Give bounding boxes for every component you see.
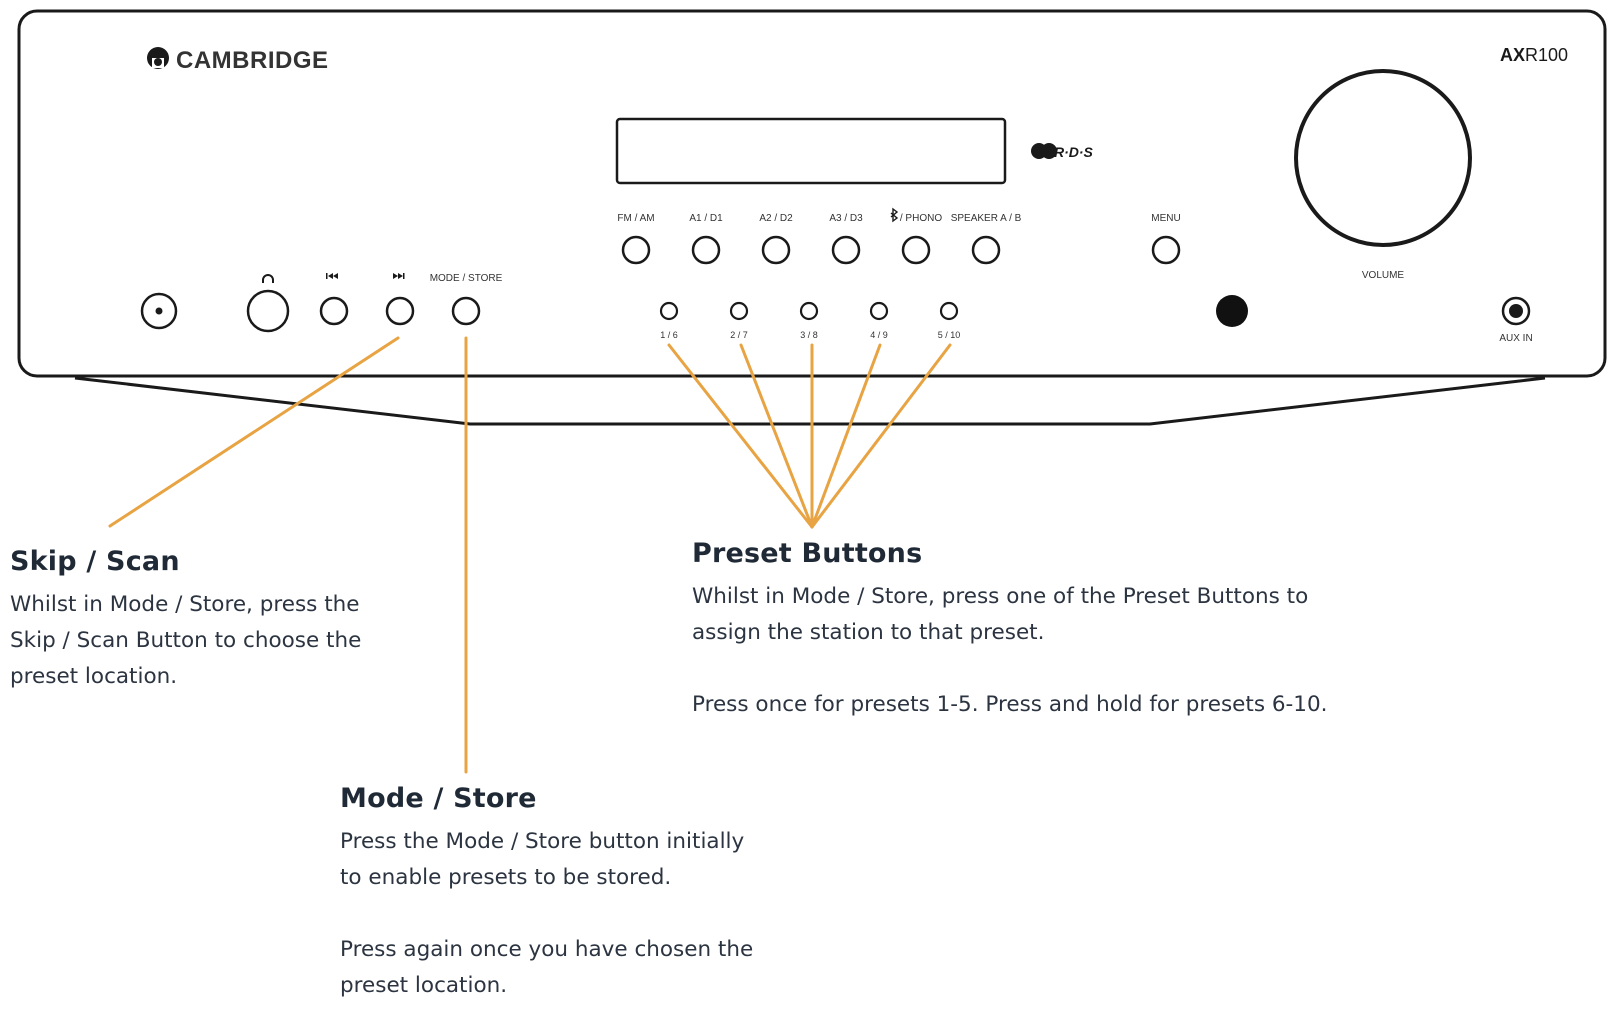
source-label-a2-d2: A2 / D2	[759, 213, 793, 224]
menu-label: MENU	[1151, 213, 1180, 224]
source-label-fm-am: FM / AM	[617, 213, 654, 224]
a3-d3-button[interactable]	[831, 235, 861, 265]
volume-label: VOLUME	[1362, 270, 1405, 281]
mode-store-button[interactable]	[451, 296, 481, 326]
preset-callout-line-2	[739, 343, 814, 529]
skip-scan-title: Skip / Scan	[10, 546, 180, 577]
skip-forward-button[interactable]	[385, 296, 415, 326]
preset-label-1: 1 / 6	[660, 330, 678, 340]
skip-scan-callout: Skip / Scan Whilst in Mode / Store, pres…	[10, 546, 361, 695]
speaker-ab-button[interactable]	[971, 235, 1001, 265]
bluetooth-icon	[890, 207, 899, 223]
aux-in-jack[interactable]	[1501, 296, 1531, 326]
rds-logo: R·D·S	[1031, 143, 1094, 160]
panel-base	[74, 376, 1546, 426]
fm-am-button[interactable]	[621, 235, 651, 265]
preset-label-5: 5 / 10	[938, 330, 961, 340]
bluetooth-phono-button[interactable]	[901, 235, 931, 265]
preset-label-2: 2 / 7	[730, 330, 748, 340]
preset-label-4: 4 / 9	[870, 330, 888, 340]
preset-button-4[interactable]	[869, 301, 889, 321]
cambridge-logo: CAMBRIDGE	[147, 47, 329, 74]
preset-button-1[interactable]	[659, 301, 679, 321]
presets-callout: Preset Buttons Whilst in Mode / Store, p…	[692, 538, 1328, 723]
presets-body-2: Press once for presets 1-5. Press and ho…	[692, 692, 1328, 717]
preset-callout-line-5	[810, 343, 952, 529]
skip-forward-icon	[393, 273, 405, 279]
model-name: AXR100	[1500, 45, 1568, 65]
skip-back-button[interactable]	[319, 296, 349, 326]
menu-button[interactable]	[1151, 235, 1181, 265]
model-regular: R100	[1525, 45, 1568, 65]
power-icon	[155, 307, 163, 315]
model-bold: AX	[1500, 45, 1525, 65]
a2-d2-button[interactable]	[761, 235, 791, 265]
mode-store-label: MODE / STORE	[430, 273, 503, 284]
mode-store-title: Mode / Store	[340, 783, 537, 814]
mode-store-body-1: Press the Mode / Store button initially …	[340, 829, 745, 890]
presets-title: Preset Buttons	[692, 538, 923, 569]
preset-callout-line-4	[810, 343, 882, 529]
mode-store-callout: Mode / Store Press the Mode / Store butt…	[340, 783, 753, 1004]
preset-button-5[interactable]	[939, 301, 959, 321]
rds-text: R·D·S	[1054, 144, 1094, 160]
source-label-phono: / PHONO	[900, 213, 942, 224]
aux-in-label: AUX IN	[1499, 333, 1532, 344]
source-label-a1-d1: A1 / D1	[689, 213, 723, 224]
skip-scan-callout-line	[108, 336, 400, 528]
headphone-icon	[262, 274, 274, 283]
preset-button-2[interactable]	[729, 301, 749, 321]
volume-knob[interactable]	[1294, 69, 1472, 247]
display-window	[615, 117, 1007, 185]
source-label-speaker: SPEAKER A / B	[951, 213, 1022, 224]
skip-back-icon	[326, 273, 338, 279]
presets-body-1: Whilst in Mode / Store, press one of the…	[692, 584, 1309, 645]
power-button[interactable]	[140, 292, 178, 330]
headphone-jack[interactable]	[246, 289, 290, 333]
preset-label-3: 3 / 8	[800, 330, 818, 340]
skip-scan-body: Whilst in Mode / Store, press the Skip /…	[10, 592, 362, 689]
ir-sensor	[1216, 295, 1248, 327]
a1-d1-button[interactable]	[691, 235, 721, 265]
preset-button-3[interactable]	[799, 301, 819, 321]
source-label-a3-d3: A3 / D3	[829, 213, 863, 224]
preset-callout-line-1	[667, 343, 814, 529]
mode-store-body-2: Press again once you have chosen the pre…	[340, 937, 754, 998]
brand-text: CAMBRIDGE	[176, 47, 329, 74]
